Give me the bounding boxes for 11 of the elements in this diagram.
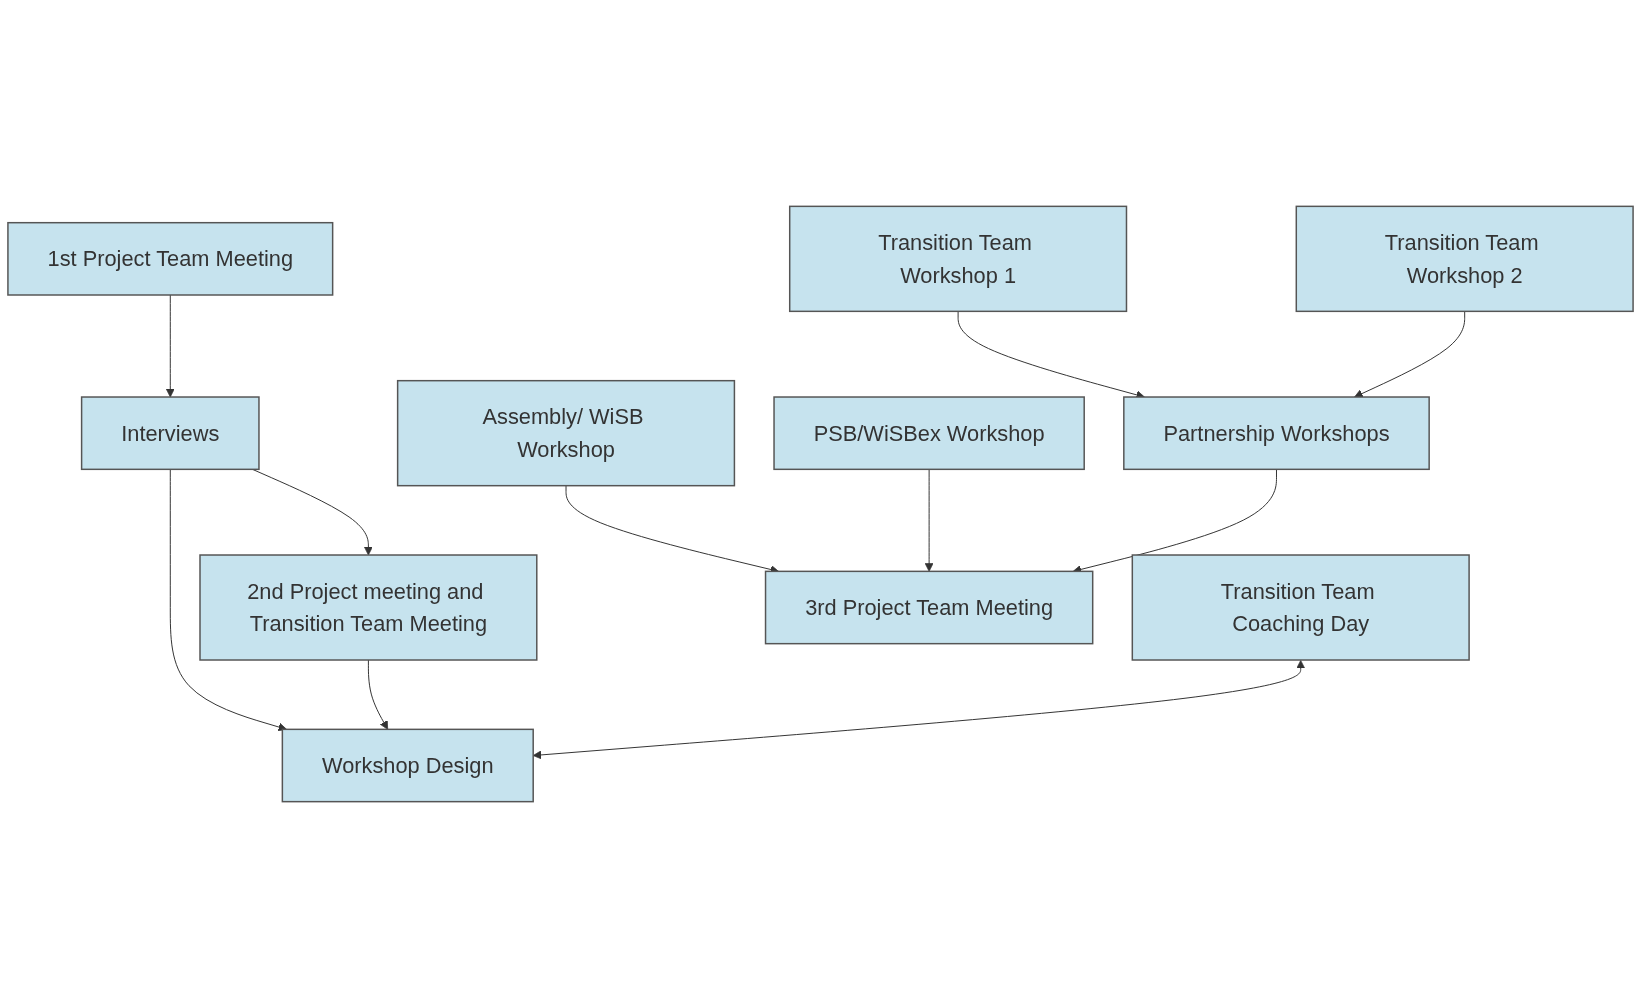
node-box: 3rd Project Team Meeting (764, 570, 1094, 645)
node-box: 2nd Project meeting and Transition Team Meeting (199, 554, 538, 661)
node-box: Transition Team Coaching Day (1131, 554, 1470, 661)
node-box: Workshop Design (281, 728, 534, 803)
node-box: Assembly/ WiSB Workshop (396, 379, 736, 487)
node-box: 1st Project Team Meeting (7, 221, 334, 296)
node-box: Transition Team Workshop 2 (1295, 205, 1634, 313)
node-box: Partnership Workshops (1123, 396, 1430, 471)
node-box: Transition Team Workshop 1 (788, 205, 1128, 313)
node-box: PSB/WiSBex Workshop (773, 396, 1085, 471)
node-box: Interviews (80, 396, 260, 471)
